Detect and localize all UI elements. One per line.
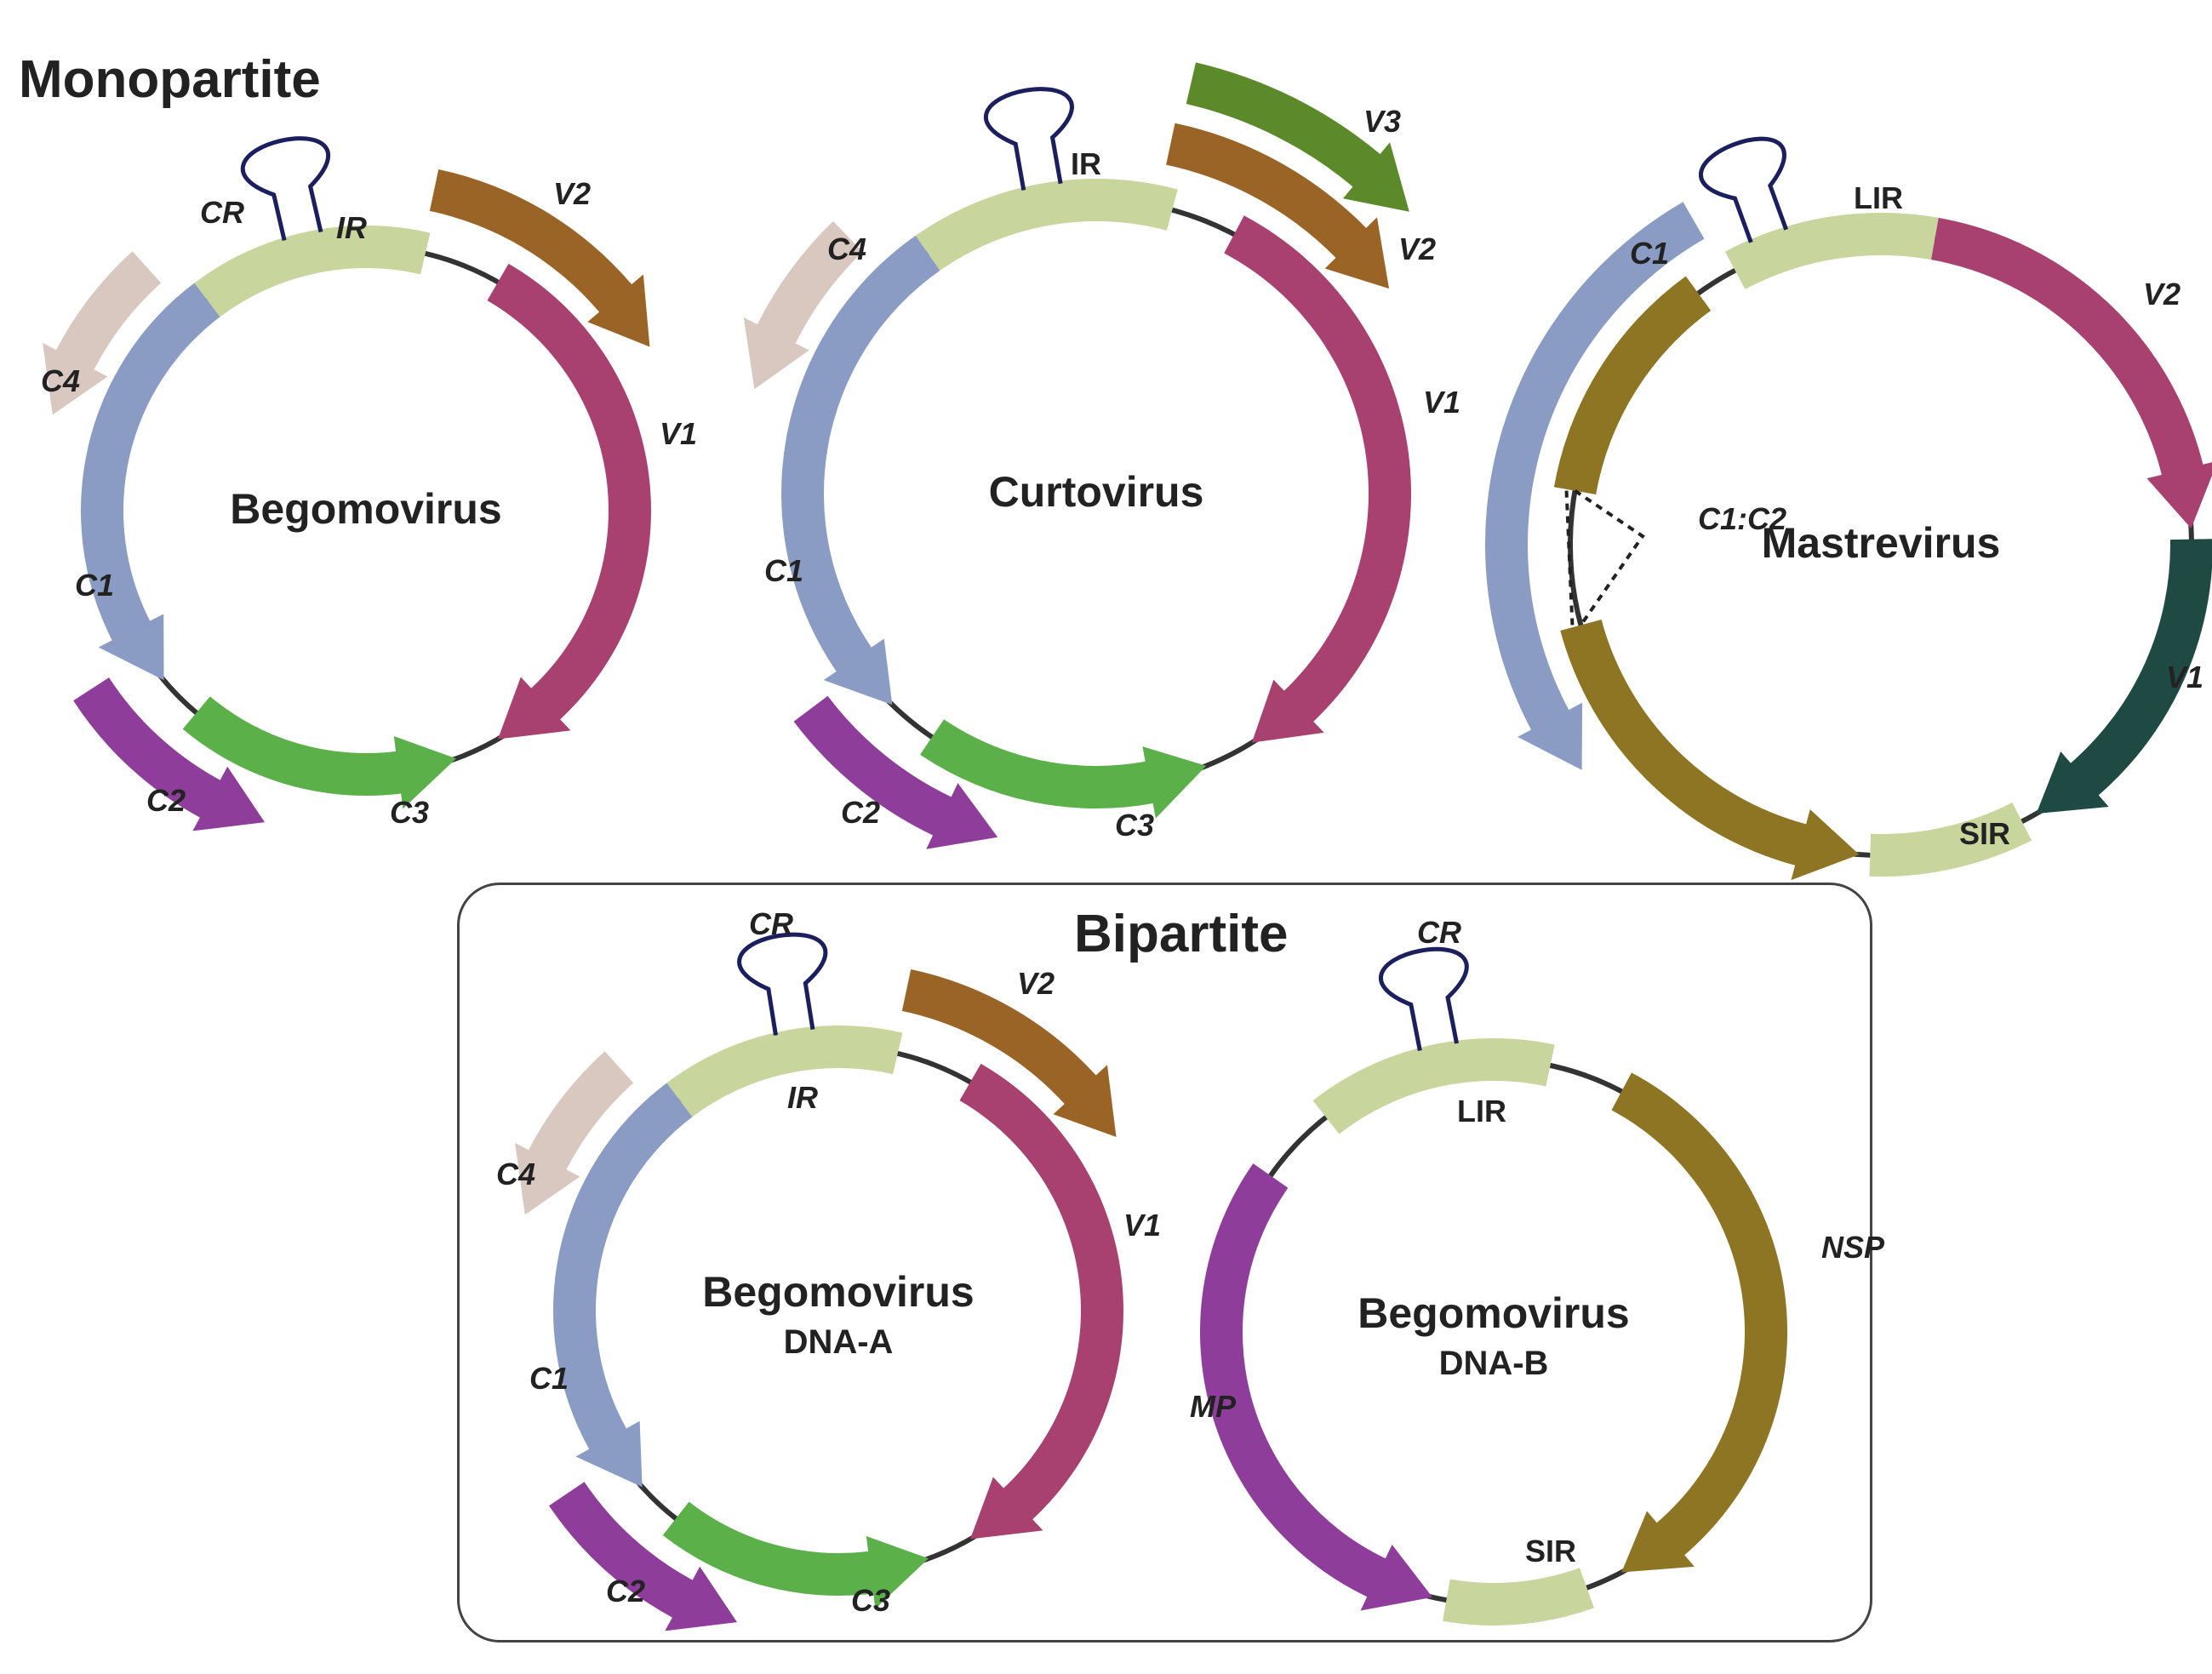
- label-sir: SIR: [1525, 1534, 1576, 1568]
- segment-c4: [515, 1051, 634, 1215]
- label-v2: V2: [553, 176, 591, 211]
- label-c3: C3: [1115, 808, 1154, 843]
- segment-c4: [43, 251, 162, 415]
- segment-sir: [1443, 1568, 1594, 1625]
- monopartite-title: Monopartite: [19, 50, 321, 109]
- label-v1: V1: [1123, 1208, 1161, 1243]
- label-lir: LIR: [1457, 1094, 1506, 1128]
- intron-dashed-marker: [1564, 488, 1645, 626]
- segment-ir: [666, 1026, 903, 1117]
- segment-c1-c2a: [1553, 276, 1712, 494]
- genome-component-label: DNA-B: [1439, 1345, 1549, 1382]
- segment-c2: [793, 695, 998, 849]
- label-c4: C4: [496, 1157, 535, 1191]
- segment-v2: [901, 968, 1117, 1137]
- label-v2: V2: [1398, 231, 1436, 266]
- label-v2: V2: [2143, 277, 2181, 311]
- label-c1: C1: [1630, 236, 1669, 271]
- label-cr: CR: [200, 195, 244, 230]
- label-cr: CR: [1417, 915, 1461, 950]
- label-v2: V2: [1017, 966, 1055, 1001]
- virus-name: Begomovirus: [230, 485, 502, 533]
- label-v1: V1: [660, 416, 697, 451]
- segment-mp: [1200, 1163, 1433, 1611]
- label-c2: C2: [146, 783, 186, 818]
- segment-c2: [549, 1482, 738, 1631]
- segment-nsp: [1611, 1072, 1788, 1573]
- segment-c3: [662, 1501, 929, 1609]
- virus-name: Curtovirus: [989, 468, 1204, 516]
- segment-v2: [1931, 217, 2212, 528]
- stem-loop-icon: [240, 136, 331, 241]
- segment-c1: [80, 283, 220, 681]
- label-c3: C3: [390, 795, 429, 830]
- label-c1-c2: C1:C2: [1698, 501, 1786, 536]
- segment-v1: [2036, 539, 2212, 814]
- segment-c1: [781, 235, 940, 706]
- segment-v1: [487, 263, 651, 740]
- label-c3: C3: [851, 1583, 890, 1618]
- stem-loop-icon: [1379, 946, 1469, 1051]
- label-v1: V1: [2166, 660, 2203, 694]
- label-c4: C4: [41, 363, 80, 398]
- label-mp: MP: [1190, 1389, 1237, 1424]
- stem-loop-icon: [984, 87, 1074, 191]
- label-ir: IR: [787, 1080, 818, 1115]
- label-sir: SIR: [1959, 816, 2010, 851]
- segment-v1: [959, 1063, 1123, 1540]
- segment-c1: [1484, 202, 1705, 770]
- virus-name: Begomovirus: [1357, 1289, 1630, 1337]
- genome-component-label: DNA-A: [784, 1323, 894, 1361]
- segment-v1: [1224, 215, 1412, 743]
- segment-lir: [1724, 213, 1939, 289]
- label-lir: LIR: [1854, 180, 1903, 215]
- label-c1: C1: [75, 568, 114, 603]
- label-ir: IR: [1071, 146, 1101, 181]
- label-v1: V1: [1423, 385, 1460, 420]
- segment-ir: [915, 179, 1178, 271]
- label-cr: CR: [749, 906, 793, 941]
- label-c2: C2: [606, 1574, 645, 1608]
- label-nsp: NSP: [1821, 1230, 1885, 1265]
- label-v3: V3: [1363, 104, 1401, 139]
- bipartite-box: [457, 883, 1872, 1643]
- label-c4: C4: [827, 231, 866, 266]
- stem-loop-icon: [737, 932, 828, 1036]
- segment-c3: [182, 696, 457, 809]
- segment-sir: [1869, 802, 2032, 877]
- virus-name: Begomovirus: [702, 1268, 975, 1316]
- label-ir: IR: [336, 210, 367, 245]
- segment-c3: [920, 719, 1207, 819]
- label-c1: C1: [764, 553, 803, 588]
- segment-lir: [1312, 1038, 1555, 1134]
- virus-name: Mastrevirus: [1762, 519, 2001, 567]
- stem-loop-icon: [1698, 136, 1788, 243]
- segment-v2: [1166, 123, 1390, 289]
- segment-c1-c2b: [1560, 619, 1860, 881]
- segment-c1: [553, 1083, 693, 1488]
- label-c1: C1: [529, 1361, 569, 1396]
- segment-ir: [194, 225, 431, 317]
- segment-v2: [429, 169, 650, 347]
- segment-c2: [73, 677, 266, 831]
- segment-c4: [743, 220, 863, 390]
- label-c2: C2: [841, 795, 880, 830]
- bipartite-title: Bipartite: [1074, 905, 1289, 963]
- segment-v3: [1186, 62, 1409, 212]
